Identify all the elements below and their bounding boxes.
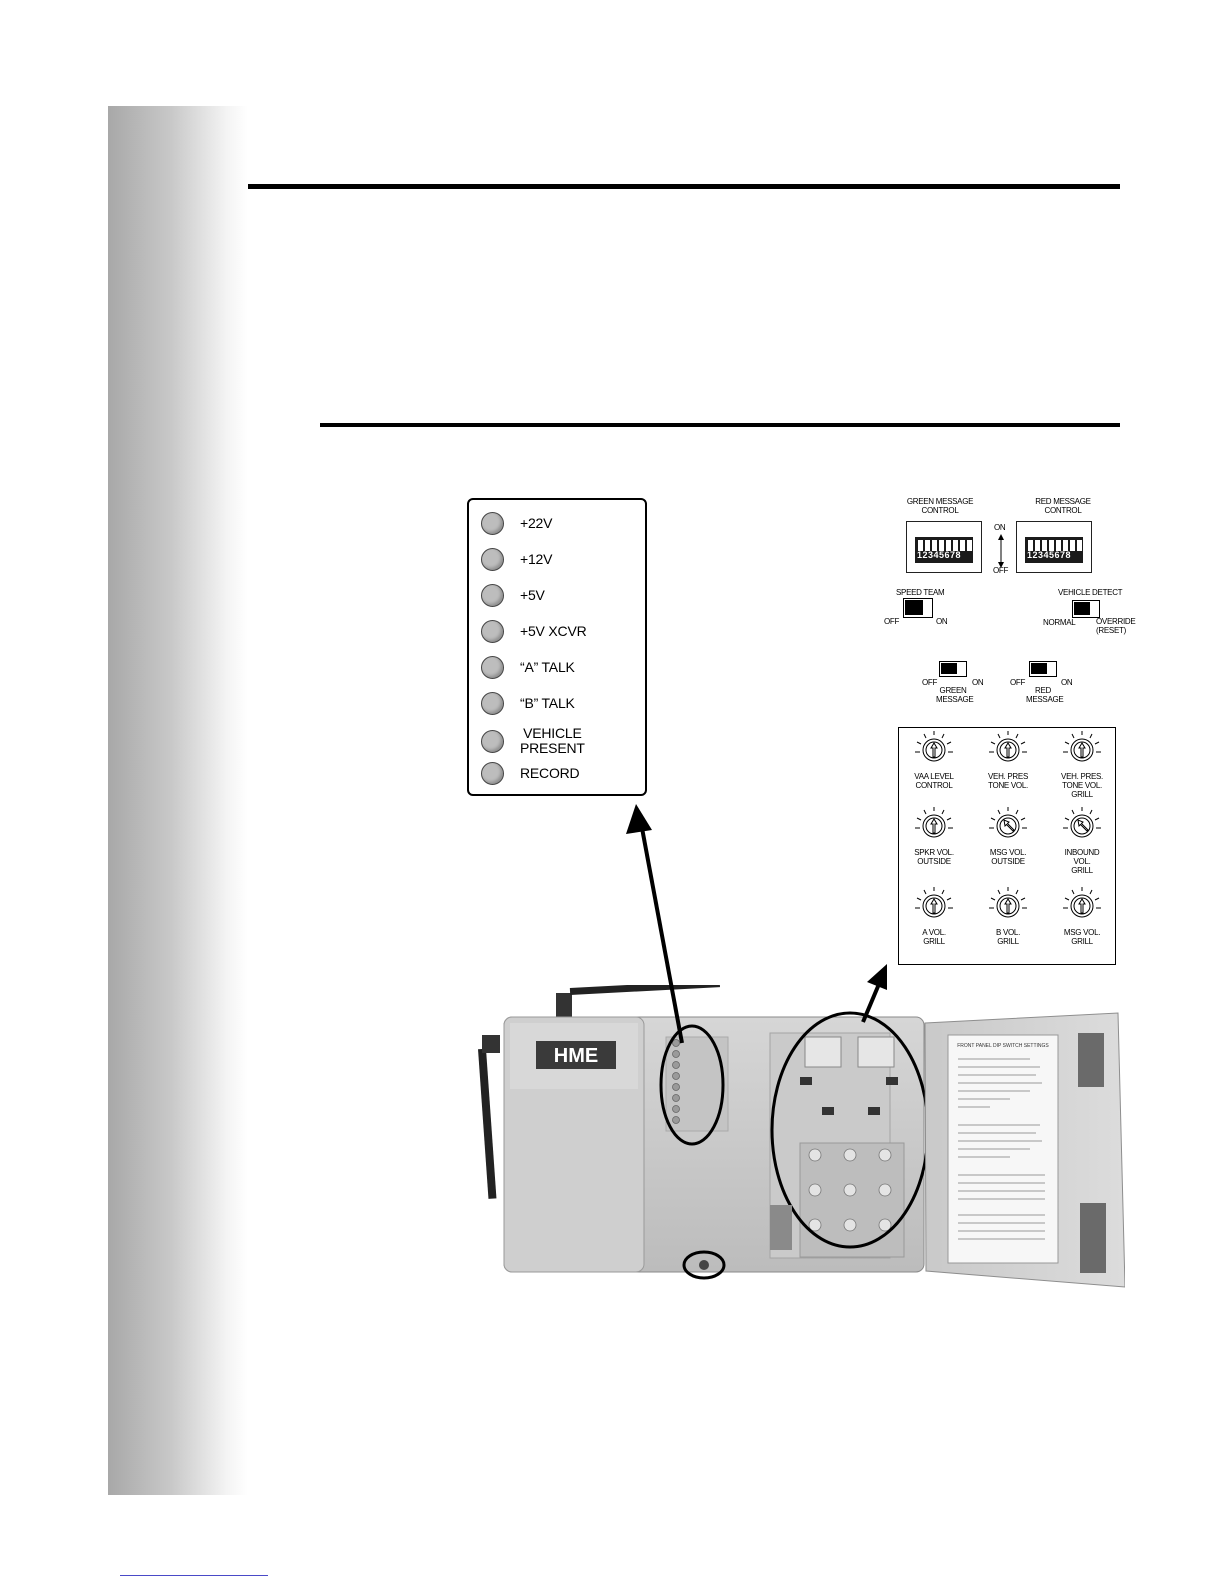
led-indicator bbox=[481, 512, 504, 535]
led-label: +5V XCVR bbox=[520, 623, 587, 639]
on-label: ON bbox=[972, 678, 984, 687]
rotary-knob-icon bbox=[1063, 731, 1101, 762]
knob-label: VEH. PRES. TONE VOL. GRILL bbox=[1061, 772, 1103, 799]
led-row: VEHICLE PRESENT bbox=[481, 726, 585, 756]
led-legend-panel: +22V +12V +5V +5V XCVR “A” TALK “B” TALK… bbox=[467, 498, 647, 796]
on-off-arrow-icon bbox=[998, 534, 1004, 568]
led-indicator bbox=[481, 584, 504, 607]
led-indicator bbox=[481, 692, 504, 715]
rotary-knob-icon bbox=[915, 887, 953, 918]
vehicle-detect-label: VEHICLE DETECT bbox=[1058, 588, 1123, 597]
connector-highlight-ring bbox=[682, 1250, 726, 1280]
vehicle-detect-toggle[interactable] bbox=[1072, 600, 1100, 618]
off-label: OFF bbox=[922, 678, 938, 687]
controls-callout-arrow-icon bbox=[861, 964, 887, 1023]
speed-team-toggle[interactable] bbox=[903, 598, 933, 618]
led-row: +12V bbox=[481, 548, 552, 571]
rotary-knob-icon bbox=[989, 887, 1027, 918]
on-label: ON bbox=[994, 523, 1006, 532]
red-message-control-label: RED MESSAGE CONTROL bbox=[1035, 497, 1091, 515]
dip-body: 1 2 3 4 5 6 7 8 bbox=[915, 537, 973, 563]
rotary-knob-icon bbox=[1063, 887, 1101, 918]
led-label: +5V bbox=[520, 587, 545, 603]
led-indicator bbox=[481, 729, 504, 753]
override-reset-label: OVERRIDE (RESET) bbox=[1096, 617, 1136, 635]
led-callout-arrow-icon bbox=[626, 804, 684, 1044]
green-message-label: GREEN MESSAGE bbox=[936, 686, 974, 704]
speed-team-label: SPEED TEAM bbox=[896, 588, 945, 597]
knob-label: SPKR VOL. OUTSIDE bbox=[914, 848, 954, 866]
led-label: “B” TALK bbox=[520, 695, 575, 711]
brand-badge bbox=[536, 1041, 616, 1069]
knob-label: MSG VOL. GRILL bbox=[1063, 928, 1101, 946]
off-label: OFF bbox=[1010, 678, 1026, 687]
section-rule bbox=[320, 423, 1120, 427]
on-label: ON bbox=[936, 617, 948, 626]
knob-label: VEH. PRES TONE VOL. bbox=[988, 772, 1028, 790]
led-label: +12V bbox=[520, 551, 553, 567]
led-row: “A” TALK bbox=[481, 656, 575, 679]
knob-control[interactable]: SPKR VOL. OUTSIDE bbox=[898, 806, 970, 866]
led-row: RECORD bbox=[481, 762, 580, 785]
rotary-knob-icon bbox=[1063, 807, 1101, 838]
knob-label: MSG VOL. OUTSIDE bbox=[989, 848, 1027, 866]
antenna-icon bbox=[478, 1035, 500, 1199]
knob-label: B VOL. GRILL bbox=[996, 928, 1020, 946]
volume-knob-panel: VAA LEVEL CONTROL VEH. PRES TONE VOL. VE… bbox=[898, 727, 1116, 965]
rotary-knob-icon bbox=[989, 807, 1027, 838]
knob-control[interactable]: B VOL. GRILL bbox=[972, 886, 1044, 946]
led-row: +5V bbox=[481, 584, 545, 607]
brand-logo: HME bbox=[554, 1045, 598, 1067]
on-label: ON bbox=[1061, 678, 1073, 687]
rotary-knob-icon bbox=[915, 731, 953, 762]
green-dip-switch[interactable]: 1 2 3 4 5 6 7 8 bbox=[906, 521, 982, 573]
led-row: “B” TALK bbox=[481, 692, 575, 715]
red-dip-switch[interactable]: 1 2 3 4 5 6 7 8 bbox=[1016, 521, 1092, 573]
knob-control[interactable]: VEH. PRES. TONE VOL. GRILL bbox=[1046, 730, 1118, 799]
knob-label: INBOUND VOL. GRILL bbox=[1064, 848, 1100, 875]
normal-label: NORMAL bbox=[1043, 618, 1076, 627]
antenna-icon bbox=[556, 985, 721, 1019]
dip-body: 1 2 3 4 5 6 7 8 bbox=[1025, 537, 1083, 563]
led-highlight-ring bbox=[659, 1024, 725, 1146]
device-photo: HME FRONT PANEL DIP SWITCH SETTINGS bbox=[478, 985, 1125, 1288]
knob-control[interactable]: VEH. PRES TONE VOL. bbox=[972, 730, 1044, 790]
knob-control[interactable]: INBOUND VOL. GRILL bbox=[1046, 806, 1118, 875]
off-label: OFF bbox=[993, 566, 1009, 575]
dip-numbers: 1 2 3 4 5 6 7 8 bbox=[917, 550, 961, 560]
green-message-control-label: GREEN MESSAGE CONTROL bbox=[906, 497, 974, 515]
knob-control[interactable]: VAA LEVEL CONTROL bbox=[898, 730, 970, 790]
led-label: “A” TALK bbox=[520, 659, 575, 675]
dip-numbers: 1 2 3 4 5 6 7 8 bbox=[1027, 550, 1071, 560]
led-indicator bbox=[481, 656, 504, 679]
rotary-knob-icon bbox=[989, 731, 1027, 762]
footer-line bbox=[120, 1575, 268, 1576]
header-rule bbox=[248, 184, 1120, 189]
knob-control[interactable]: MSG VOL. GRILL bbox=[1046, 886, 1118, 946]
led-indicator bbox=[481, 548, 504, 571]
red-message-toggle[interactable] bbox=[1029, 661, 1057, 677]
knob-label: VAA LEVEL CONTROL bbox=[914, 772, 954, 790]
red-message-label: RED MESSAGE bbox=[1026, 686, 1064, 704]
led-label: RECORD bbox=[520, 765, 580, 781]
knob-control[interactable]: A VOL. GRILL bbox=[898, 886, 970, 946]
led-label: +22V bbox=[520, 515, 553, 531]
green-message-toggle[interactable] bbox=[939, 661, 967, 677]
dip-settings-card-title: FRONT PANEL DIP SWITCH SETTINGS bbox=[957, 1043, 1049, 1049]
led-indicator bbox=[481, 620, 504, 643]
led-indicator bbox=[481, 762, 504, 785]
led-label: VEHICLE PRESENT bbox=[520, 725, 585, 756]
page-gutter bbox=[108, 106, 248, 1495]
led-row: +22V bbox=[481, 512, 552, 535]
led-row: +5V XCVR bbox=[481, 620, 587, 643]
rotary-knob-icon bbox=[915, 807, 953, 838]
knob-control[interactable]: MSG VOL. OUTSIDE bbox=[972, 806, 1044, 866]
off-label: OFF bbox=[884, 617, 900, 626]
knob-label: A VOL. GRILL bbox=[922, 928, 946, 946]
